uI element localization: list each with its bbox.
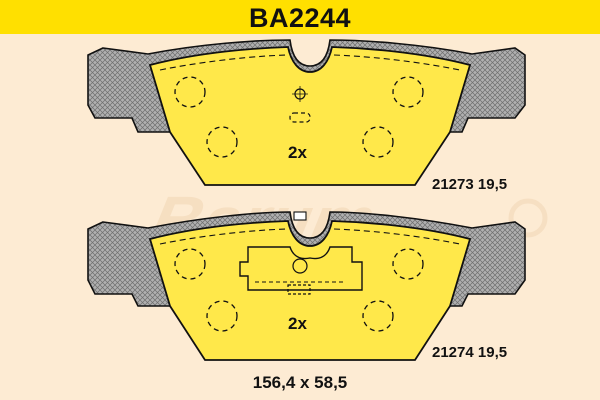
hole-marker [206,126,238,158]
hole-marker [362,300,394,332]
brake-pad-bottom [87,211,526,361]
hole-marker [174,76,206,108]
hole-marker [174,248,206,280]
part-number-bottom: 21274 19,5 [432,344,508,361]
hole-marker [392,76,424,108]
quantity-bottom: 2x [288,314,307,333]
dimensions-label: 156,4 x 58,5 [252,373,348,392]
hole-marker [206,300,238,332]
hole-marker [362,126,394,158]
wear-indicator-plate [239,246,363,291]
hole-marker [392,248,424,280]
product-code: BA2244 [248,3,352,33]
part-number-top: 21273 19,5 [432,176,508,193]
quantity-top: 2x [288,143,307,162]
title-bar [0,0,600,34]
brake-pad-top [87,39,526,186]
